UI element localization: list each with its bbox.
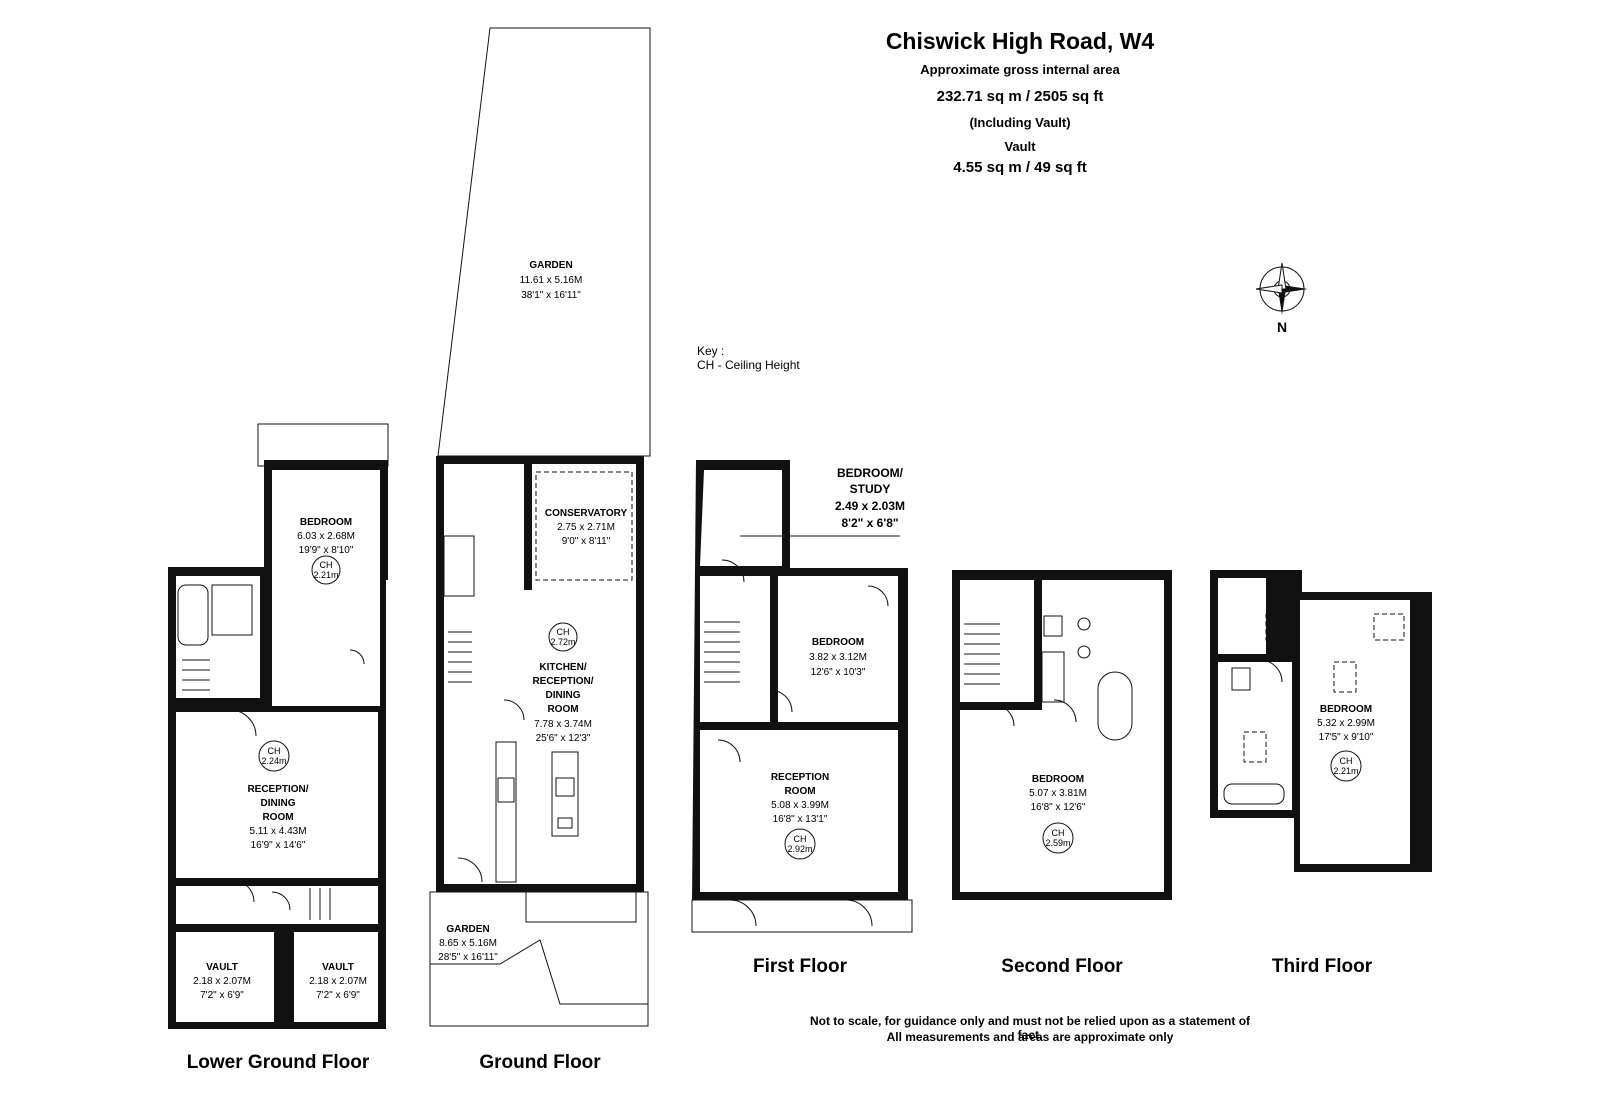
ground-floor-title: Ground Floor [479, 1052, 601, 1073]
lg-reception-ch-badge [258, 740, 290, 772]
conservatory-metric: 2.75 x 2.71M [557, 522, 615, 533]
lg-bedroom-imperial: 19'9" x 8'10" [299, 545, 354, 556]
conservatory-imperial: 9'0" x 8'11" [562, 536, 611, 547]
garden-top-imperial: 38'1" x 16'11" [521, 290, 581, 301]
kitchen-name-4: ROOM [547, 704, 578, 715]
lg-reception-name-3: ROOM [262, 812, 293, 823]
lg-bedroom-name: BEDROOM [300, 517, 352, 528]
lg-bedroom-ch-value: 2.21m [313, 570, 338, 580]
first-reception-name-1: RECEPTION [771, 772, 829, 783]
third-floor-title: Third Floor [1272, 956, 1373, 977]
lower-ground-floor-title: Lower Ground Floor [187, 1052, 370, 1073]
vault-label: Vault [1004, 139, 1036, 154]
third-bedroom-name: BEDROOM [1320, 704, 1372, 715]
first-bedroom-imperial: 12'6" x 10'3" [811, 667, 866, 678]
second-bedroom-ch: CH [1052, 828, 1065, 838]
kitchen-name-3: DINING [546, 690, 581, 701]
kitchen-name-2: RECEPTION/ [532, 676, 593, 687]
first-floor-title: First Floor [753, 956, 848, 977]
lg-reception-name-2: DINING [261, 798, 296, 809]
first-reception-imperial: 16'8" x 13'1" [773, 814, 828, 825]
vault1-imperial: 7'2" x 6'9" [200, 990, 244, 1001]
lower-ground-floor-plan [168, 423, 389, 1029]
second-floor-plan [952, 570, 1172, 900]
first-bedroom-name: BEDROOM [812, 637, 864, 648]
vault1-name: VAULT [206, 962, 238, 973]
including-vault-note: (Including Vault) [969, 115, 1071, 130]
garden-front-name: GARDEN [446, 924, 489, 935]
first-reception-metric: 5.08 x 3.99M [771, 800, 829, 811]
second-floor-title: Second Floor [1001, 956, 1123, 977]
garden-top-name: GARDEN [529, 260, 572, 271]
compass-north-label: N [1277, 319, 1287, 335]
conservatory-name: CONSERVATORY [545, 508, 628, 519]
first-floor-plan [691, 460, 913, 933]
vault2-imperial: 7'2" x 6'9" [316, 990, 360, 1001]
lg-reception-ch: CH [268, 746, 281, 756]
third-bedroom-ch-badge [1330, 750, 1362, 782]
first-reception-ch-value: 2.92m [787, 844, 812, 854]
study-name-1: BEDROOM/ [837, 466, 904, 480]
kitchen-name-1: KITCHEN/ [539, 662, 586, 673]
second-bedroom-metric: 5.07 x 3.81M [1029, 788, 1087, 799]
compass-icon [1255, 262, 1308, 315]
second-bedroom-imperial: 16'8" x 12'6" [1031, 802, 1086, 813]
lg-bedroom-ch-badge [311, 555, 341, 585]
vault1-metric: 2.18 x 2.07M [193, 976, 251, 987]
first-bedroom-metric: 3.82 x 3.12M [809, 652, 867, 663]
vault-area: 4.55 sq m / 49 sq ft [953, 159, 1087, 176]
third-bedroom-ch: CH [1340, 756, 1353, 766]
disclaimer-line-2: All measurements and areas are approxima… [886, 1030, 1174, 1044]
key-ch: CH - Ceiling Height [697, 358, 800, 372]
lg-reception-metric: 5.11 x 4.43M [249, 826, 306, 837]
study-name-2: STUDY [850, 482, 891, 496]
garden-front-metric: 8.65 x 5.16M [439, 938, 497, 949]
third-floor-plan [1210, 570, 1432, 872]
third-bedroom-metric: 5.32 x 2.99M [1317, 718, 1375, 729]
kitchen-ch-value: 2.72m [550, 637, 575, 647]
kitchen-imperial: 25'6" x 12'3" [536, 733, 591, 744]
area-subtitle: Approximate gross internal area [920, 62, 1120, 77]
lg-reception-ch-value: 2.24m [261, 756, 286, 766]
garden-top-metric: 11.61 x 5.16M [520, 275, 583, 286]
lg-reception-imperial: 16'9" x 14'6" [251, 840, 306, 851]
second-bedroom-name: BEDROOM [1032, 774, 1084, 785]
lg-reception-name-1: RECEPTION/ [247, 784, 308, 795]
plan-title: Chiswick High Road, W4 [885, 28, 1155, 54]
second-bedroom-ch-value: 2.59m [1045, 838, 1070, 848]
kitchen-ch-badge [548, 622, 578, 652]
third-bedroom-imperial: 17'5" x 9'10" [1319, 732, 1374, 743]
key-title: Key : [697, 344, 725, 358]
garden-front-imperial: 28'5" x 16'11" [438, 952, 498, 963]
study-metric: 2.49 x 2.03M [835, 499, 905, 513]
third-bedroom-ch-value: 2.21m [1333, 766, 1358, 776]
disclaimer-line-1: Not to scale, for guidance only and must… [809, 1014, 1251, 1042]
lg-bedroom-ch: CH [320, 560, 333, 570]
total-area: 232.71 sq m / 2505 sq ft [936, 88, 1104, 105]
ground-floor-plan [429, 27, 651, 1027]
lg-bedroom-metric: 6.03 x 2.68M [297, 531, 355, 542]
kitchen-ch: CH [557, 627, 570, 637]
first-reception-ch-badge [784, 828, 816, 860]
first-reception-name-2: ROOM [784, 786, 815, 797]
study-imperial: 8'2" x 6'8" [841, 516, 898, 530]
vault2-name: VAULT [322, 962, 354, 973]
first-reception-ch: CH [794, 834, 807, 844]
vault2-metric: 2.18 x 2.07M [309, 976, 367, 987]
second-bedroom-ch-badge [1042, 822, 1074, 854]
kitchen-metric: 7.78 x 3.74M [534, 719, 592, 730]
